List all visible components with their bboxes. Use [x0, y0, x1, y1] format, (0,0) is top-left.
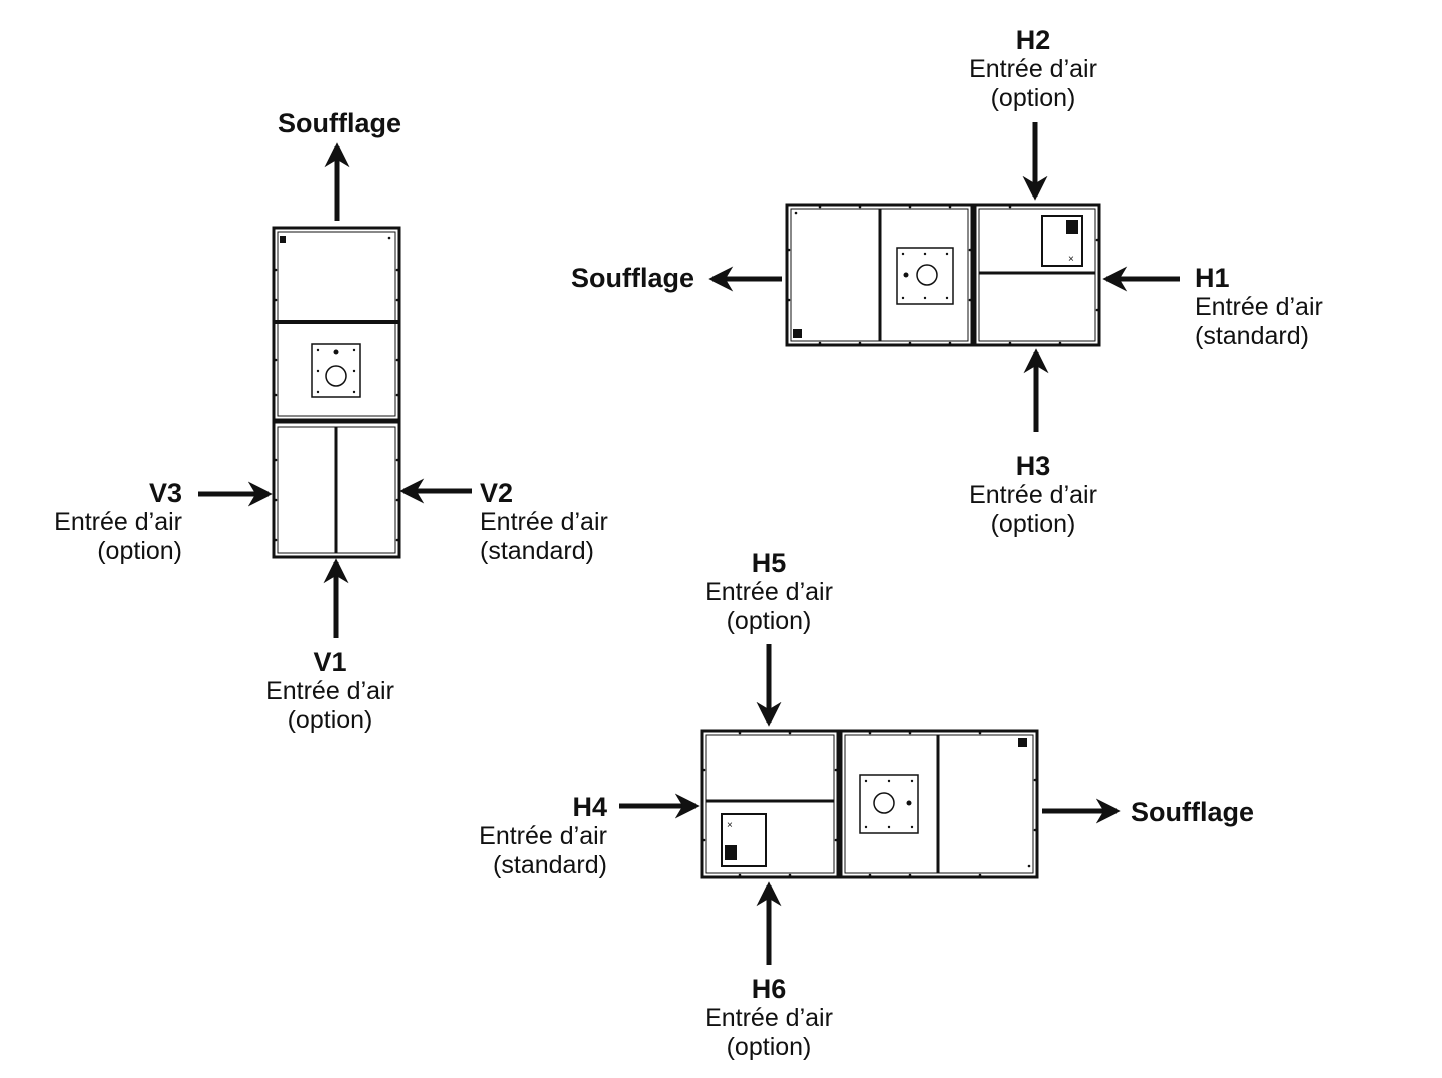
label-h6: H6 Entrée d’air (option) [669, 974, 869, 1062]
label-h2: H2 Entrée d’air (option) [933, 25, 1133, 113]
code-h1: H1 [1195, 263, 1230, 293]
code-v2: V2 [480, 478, 514, 508]
code-h6: H6 [751, 974, 787, 1004]
code-h3: H3 [1015, 451, 1051, 481]
label-v1: V1 Entrée d’air (option) [230, 647, 430, 735]
vertical-outlet-label: Soufflage [278, 108, 402, 138]
label-h5: H5 Entrée d’air (option) [669, 548, 869, 636]
code-v3: V3 [148, 478, 182, 508]
label-h4: H4 Entrée d’air (standard) [420, 792, 607, 880]
horizontal-unit-left: × [708, 122, 1180, 432]
code-h4: H4 [572, 792, 607, 822]
code-h5: H5 [751, 548, 787, 578]
vertical-unit [198, 142, 472, 638]
label-h3: H3 Entrée d’air (option) [933, 451, 1133, 539]
code-h2: H2 [1015, 25, 1051, 55]
code-v1: V1 [313, 647, 347, 677]
horizontal-left-outlet-label: Soufflage [571, 263, 695, 293]
horizontal-unit-right: × [619, 644, 1121, 965]
label-v3: V3 Entrée d’air (option) [20, 478, 182, 566]
label-v2: V2 Entrée d’air (standard) [480, 478, 650, 566]
svg-text:×: × [727, 820, 733, 831]
horizontal-right-outlet-label: Soufflage [1131, 797, 1255, 827]
label-h1: H1 Entrée d’air (standard) [1195, 263, 1395, 351]
svg-text:×: × [1068, 254, 1074, 265]
